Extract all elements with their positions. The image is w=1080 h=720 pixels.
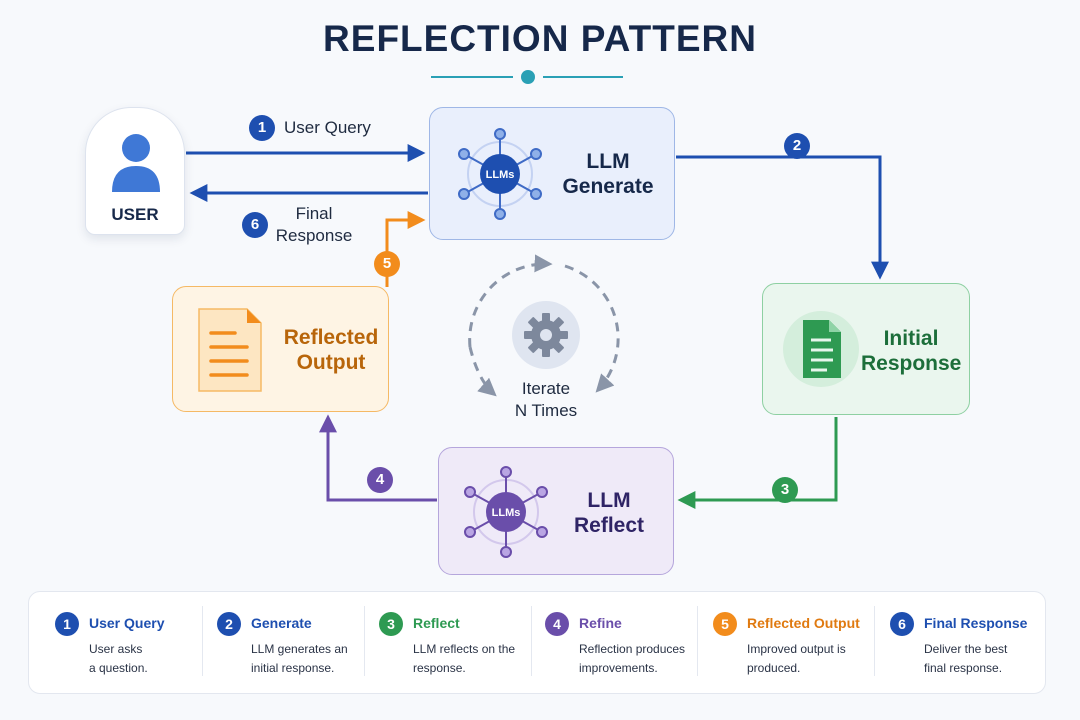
legend-separator	[364, 606, 365, 676]
user-node: USER	[85, 107, 185, 235]
llm-reflect-node: LLMs LLM Reflect	[438, 447, 674, 575]
llm-generate-node: LLMs LLM Generate	[429, 107, 675, 240]
final-response-label: Final Response	[266, 203, 362, 247]
iterate-label-line1: Iterate	[521, 379, 571, 398]
arrow-generate	[676, 155, 889, 280]
step-badge-3: 3	[772, 477, 798, 503]
legend-separator	[697, 606, 698, 676]
document-icon	[198, 308, 262, 392]
arrow-reflect	[677, 417, 838, 509]
legend-title: Reflect	[413, 615, 460, 631]
step-badge-2: 2	[784, 133, 810, 159]
step-badge-5: 5	[374, 251, 400, 277]
legend-separator	[202, 606, 203, 676]
final-response-line2: Response	[275, 226, 353, 245]
title-divider-left	[431, 76, 513, 78]
llm-network-icon: LLMs	[464, 466, 548, 558]
loop-arc-bottom	[468, 346, 497, 397]
user-label: USER	[111, 205, 159, 224]
final-response-line1: Final	[295, 204, 333, 223]
llm-hub-label: LLMs	[486, 169, 515, 181]
iterate-label: Iterate N Times	[486, 378, 606, 422]
legend-badge: 3	[379, 612, 403, 636]
step-badge-1: 1	[249, 115, 275, 141]
document-icon	[783, 311, 859, 387]
generate-title-line1: LLM	[586, 150, 630, 173]
legend-badge: 2	[217, 612, 241, 636]
llm-network-icon: LLMs	[458, 128, 542, 220]
legend-title: Generate	[251, 615, 312, 631]
output-title-line2: Output	[296, 351, 366, 374]
legend-separator	[874, 606, 875, 676]
legend-badge: 1	[55, 612, 79, 636]
step-badge-6: 6	[242, 212, 268, 238]
user-icon	[112, 134, 160, 192]
initial-title-line2: Response	[861, 352, 962, 375]
reflected-output-node: Reflected Output	[172, 286, 389, 412]
legend-title: Reflected Output	[747, 615, 860, 631]
user-query-label: User Query	[284, 118, 371, 137]
llm-hub-label: LLMs	[492, 507, 521, 519]
output-title-line1: Reflected	[283, 326, 379, 349]
iterate-label-line2: N Times	[514, 401, 578, 420]
generate-title-line2: Generate	[562, 175, 654, 198]
legend-title: Refine	[579, 615, 622, 631]
legend-badge: 5	[713, 612, 737, 636]
gear-icon	[524, 313, 568, 357]
page-title: REFLECTION PATTERN	[323, 18, 757, 59]
step-badge-4: 4	[367, 467, 393, 493]
legend-title: Final Response	[924, 615, 1028, 631]
initial-title-line1: Initial	[883, 327, 939, 350]
legend-badge: 6	[890, 612, 914, 636]
loop-arc-left	[468, 254, 553, 348]
title-divider-right	[543, 76, 623, 78]
title-divider-dot	[521, 70, 535, 84]
initial-response-node: Initial Response	[762, 283, 970, 415]
reflect-title-line2: Reflect	[573, 514, 645, 537]
arrow-refine	[319, 414, 437, 502]
loop-arc-right	[564, 264, 620, 393]
reflect-title-line1: LLM	[587, 489, 631, 512]
legend-separator	[531, 606, 532, 676]
legend-title: User Query	[89, 615, 165, 631]
legend-badge: 4	[545, 612, 569, 636]
